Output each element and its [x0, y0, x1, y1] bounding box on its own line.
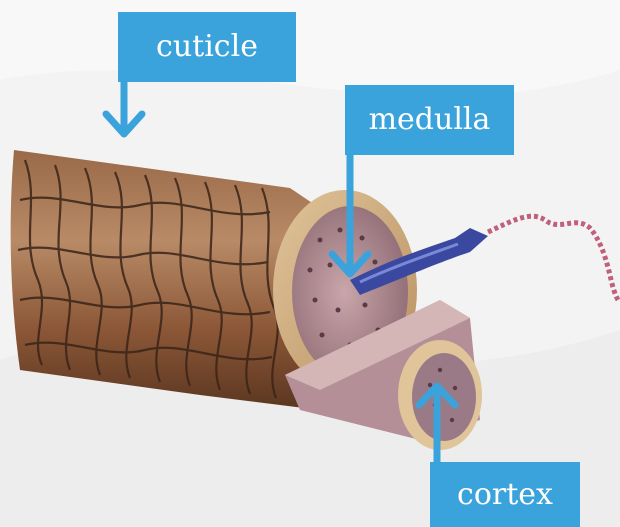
label-cuticle: cuticle — [118, 12, 296, 82]
fibril-strand — [488, 216, 618, 300]
background-wave — [0, 0, 620, 96]
arrow-cuticle — [106, 82, 142, 134]
label-medulla: medulla — [345, 85, 514, 155]
label-cortex: cortex — [430, 462, 580, 527]
